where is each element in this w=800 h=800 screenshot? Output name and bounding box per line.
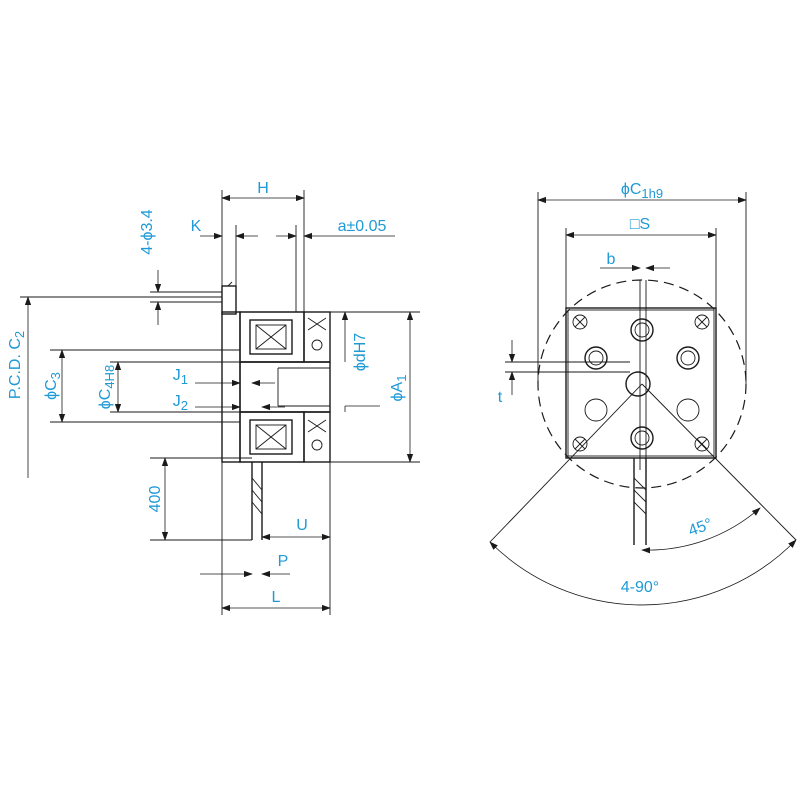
square-housing <box>565 307 717 459</box>
label-j1: J1 <box>173 367 188 387</box>
label-j2: J2 <box>173 393 188 413</box>
corner-screw-icon <box>694 436 710 452</box>
armature-section <box>303 311 331 463</box>
front-view-labels: ϕC1h9 □S b t 45° 4-90° <box>498 181 715 596</box>
bolt-hole-icon <box>630 318 654 342</box>
inner-bolt-holes <box>584 318 700 450</box>
corner-screws <box>572 314 710 452</box>
center-lines <box>505 280 647 470</box>
label-pcd-c2: P.C.D. C2 <box>7 331 27 399</box>
label-a-tolerance: a±0.05 <box>338 218 387 235</box>
flange-plate <box>221 281 241 463</box>
front-dimension-lines <box>489 196 797 606</box>
upper-coil-housing <box>239 311 305 363</box>
front-extension-lines <box>489 192 797 543</box>
label-b: b <box>607 251 616 268</box>
bolt-hole-icon <box>676 346 700 370</box>
label-L: L <box>272 589 281 606</box>
front-lead-wires <box>633 458 647 545</box>
bolt-hole-icon <box>584 346 608 370</box>
corner-screw-icon <box>572 314 588 330</box>
corner-screw-icon <box>572 436 588 452</box>
central-bore <box>239 361 331 413</box>
bolt-hole-icon <box>676 398 700 422</box>
label-hole-spec: 4-ϕ3.4 <box>139 209 156 255</box>
label-H: H <box>257 180 269 197</box>
lower-coil-housing <box>239 411 305 463</box>
label-P: P <box>278 553 289 570</box>
label-S: □S <box>630 216 650 233</box>
side-view: H K a±0.05 4-ϕ3.4 P.C.D. C2 ϕC3 ϕC4H8 J1… <box>7 180 420 615</box>
label-K: K <box>191 218 202 235</box>
label-angle-4-90: 4-90° <box>621 579 659 596</box>
label-lead-length: 400 <box>147 486 164 513</box>
label-t: t <box>498 389 503 406</box>
label-angle-45: 45° <box>686 516 715 540</box>
bolt-hole-icon <box>584 398 608 422</box>
extension-lines <box>20 190 420 615</box>
shaft-hole <box>625 371 651 397</box>
front-view: ϕC1h9 □S b t 45° 4-90° <box>489 181 797 606</box>
corner-screw-icon <box>694 314 710 330</box>
label-c3: ϕC3 <box>43 372 63 400</box>
side-view-labels: H K a±0.05 4-ϕ3.4 P.C.D. C2 ϕC3 ϕC4H8 J1… <box>7 180 409 606</box>
lead-wires <box>251 462 263 540</box>
dimension-lines <box>24 194 414 612</box>
label-dh7: ϕdH7 <box>352 333 369 371</box>
label-U: U <box>296 517 308 534</box>
label-c1-h9: ϕC1h9 <box>621 181 663 201</box>
bolt-hole-icon <box>630 426 654 450</box>
label-a1: ϕA1 <box>389 375 409 402</box>
label-c4-h8: ϕC4H8 <box>97 365 117 409</box>
